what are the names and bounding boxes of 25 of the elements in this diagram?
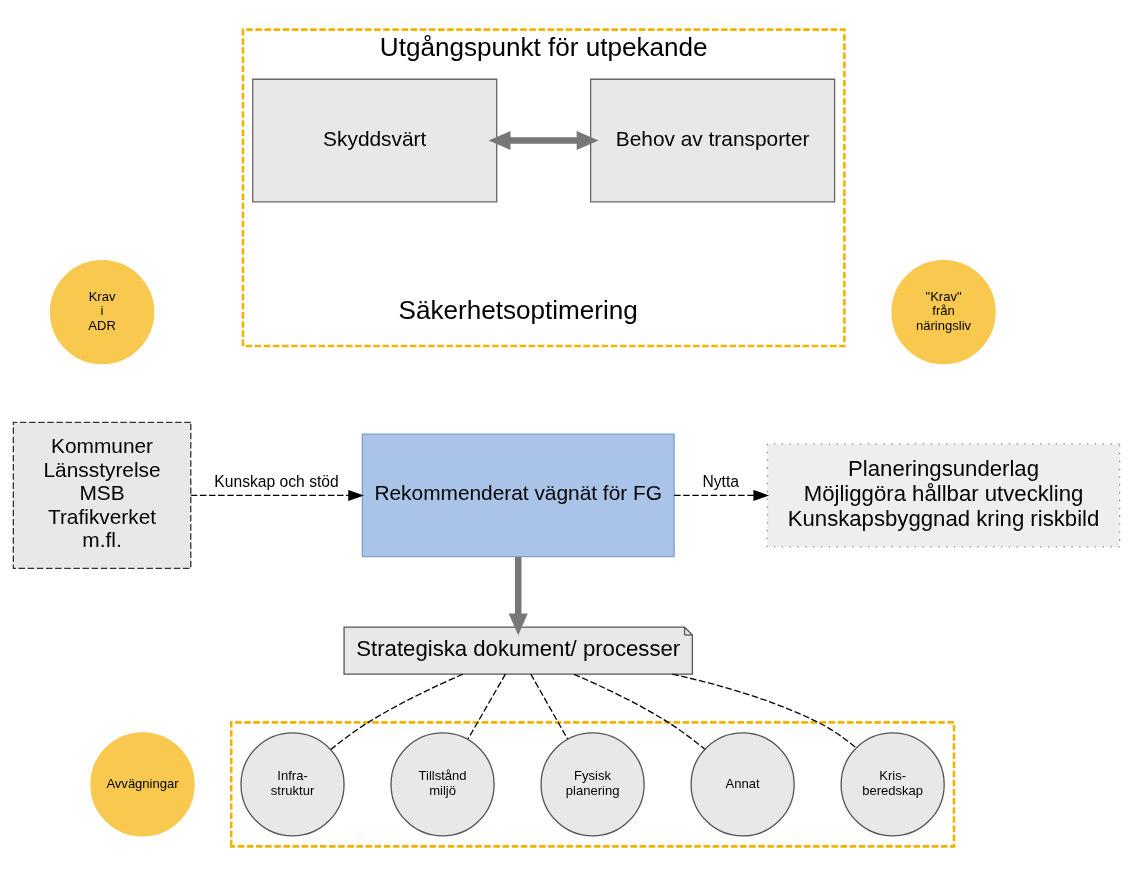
node-box: Skyddsvärt [252,78,498,203]
arrow [190,489,364,501]
node-circle: Avvägningar [90,732,195,837]
connector [467,673,507,740]
node-circle: Infra- struktur [240,732,345,837]
connector [573,673,706,750]
connector [330,673,464,751]
node-box: Planeringsunderlag Möjliggöra hållbar utveckling Kunskapsbyggnad kring riskbild [766,443,1121,548]
node-circle: Krav i ADR [49,259,155,365]
arrow [673,489,770,501]
node-circle: Annat [690,732,795,837]
cluster [229,721,956,848]
node-box: Behov av transporter [590,78,836,203]
node-box: Rekommenderat vägnät för FG [361,433,675,558]
connector [671,673,857,749]
edge-label: Nytta [702,473,740,491]
node-box: Kommuner Länsstyrelse MSB Trafikverket m.fl. [12,421,192,570]
edge-label: Kunskap och stöd [214,473,339,491]
arrow [488,131,599,151]
node-circle: Fysisk planering [540,732,645,837]
node-circle: Tillstånd miljö [390,732,495,837]
node-circle: "Krav" från näringsliv [891,259,996,365]
arrow [508,557,528,636]
node-circle: Kris- beredskap [840,732,945,837]
connector [530,673,569,740]
